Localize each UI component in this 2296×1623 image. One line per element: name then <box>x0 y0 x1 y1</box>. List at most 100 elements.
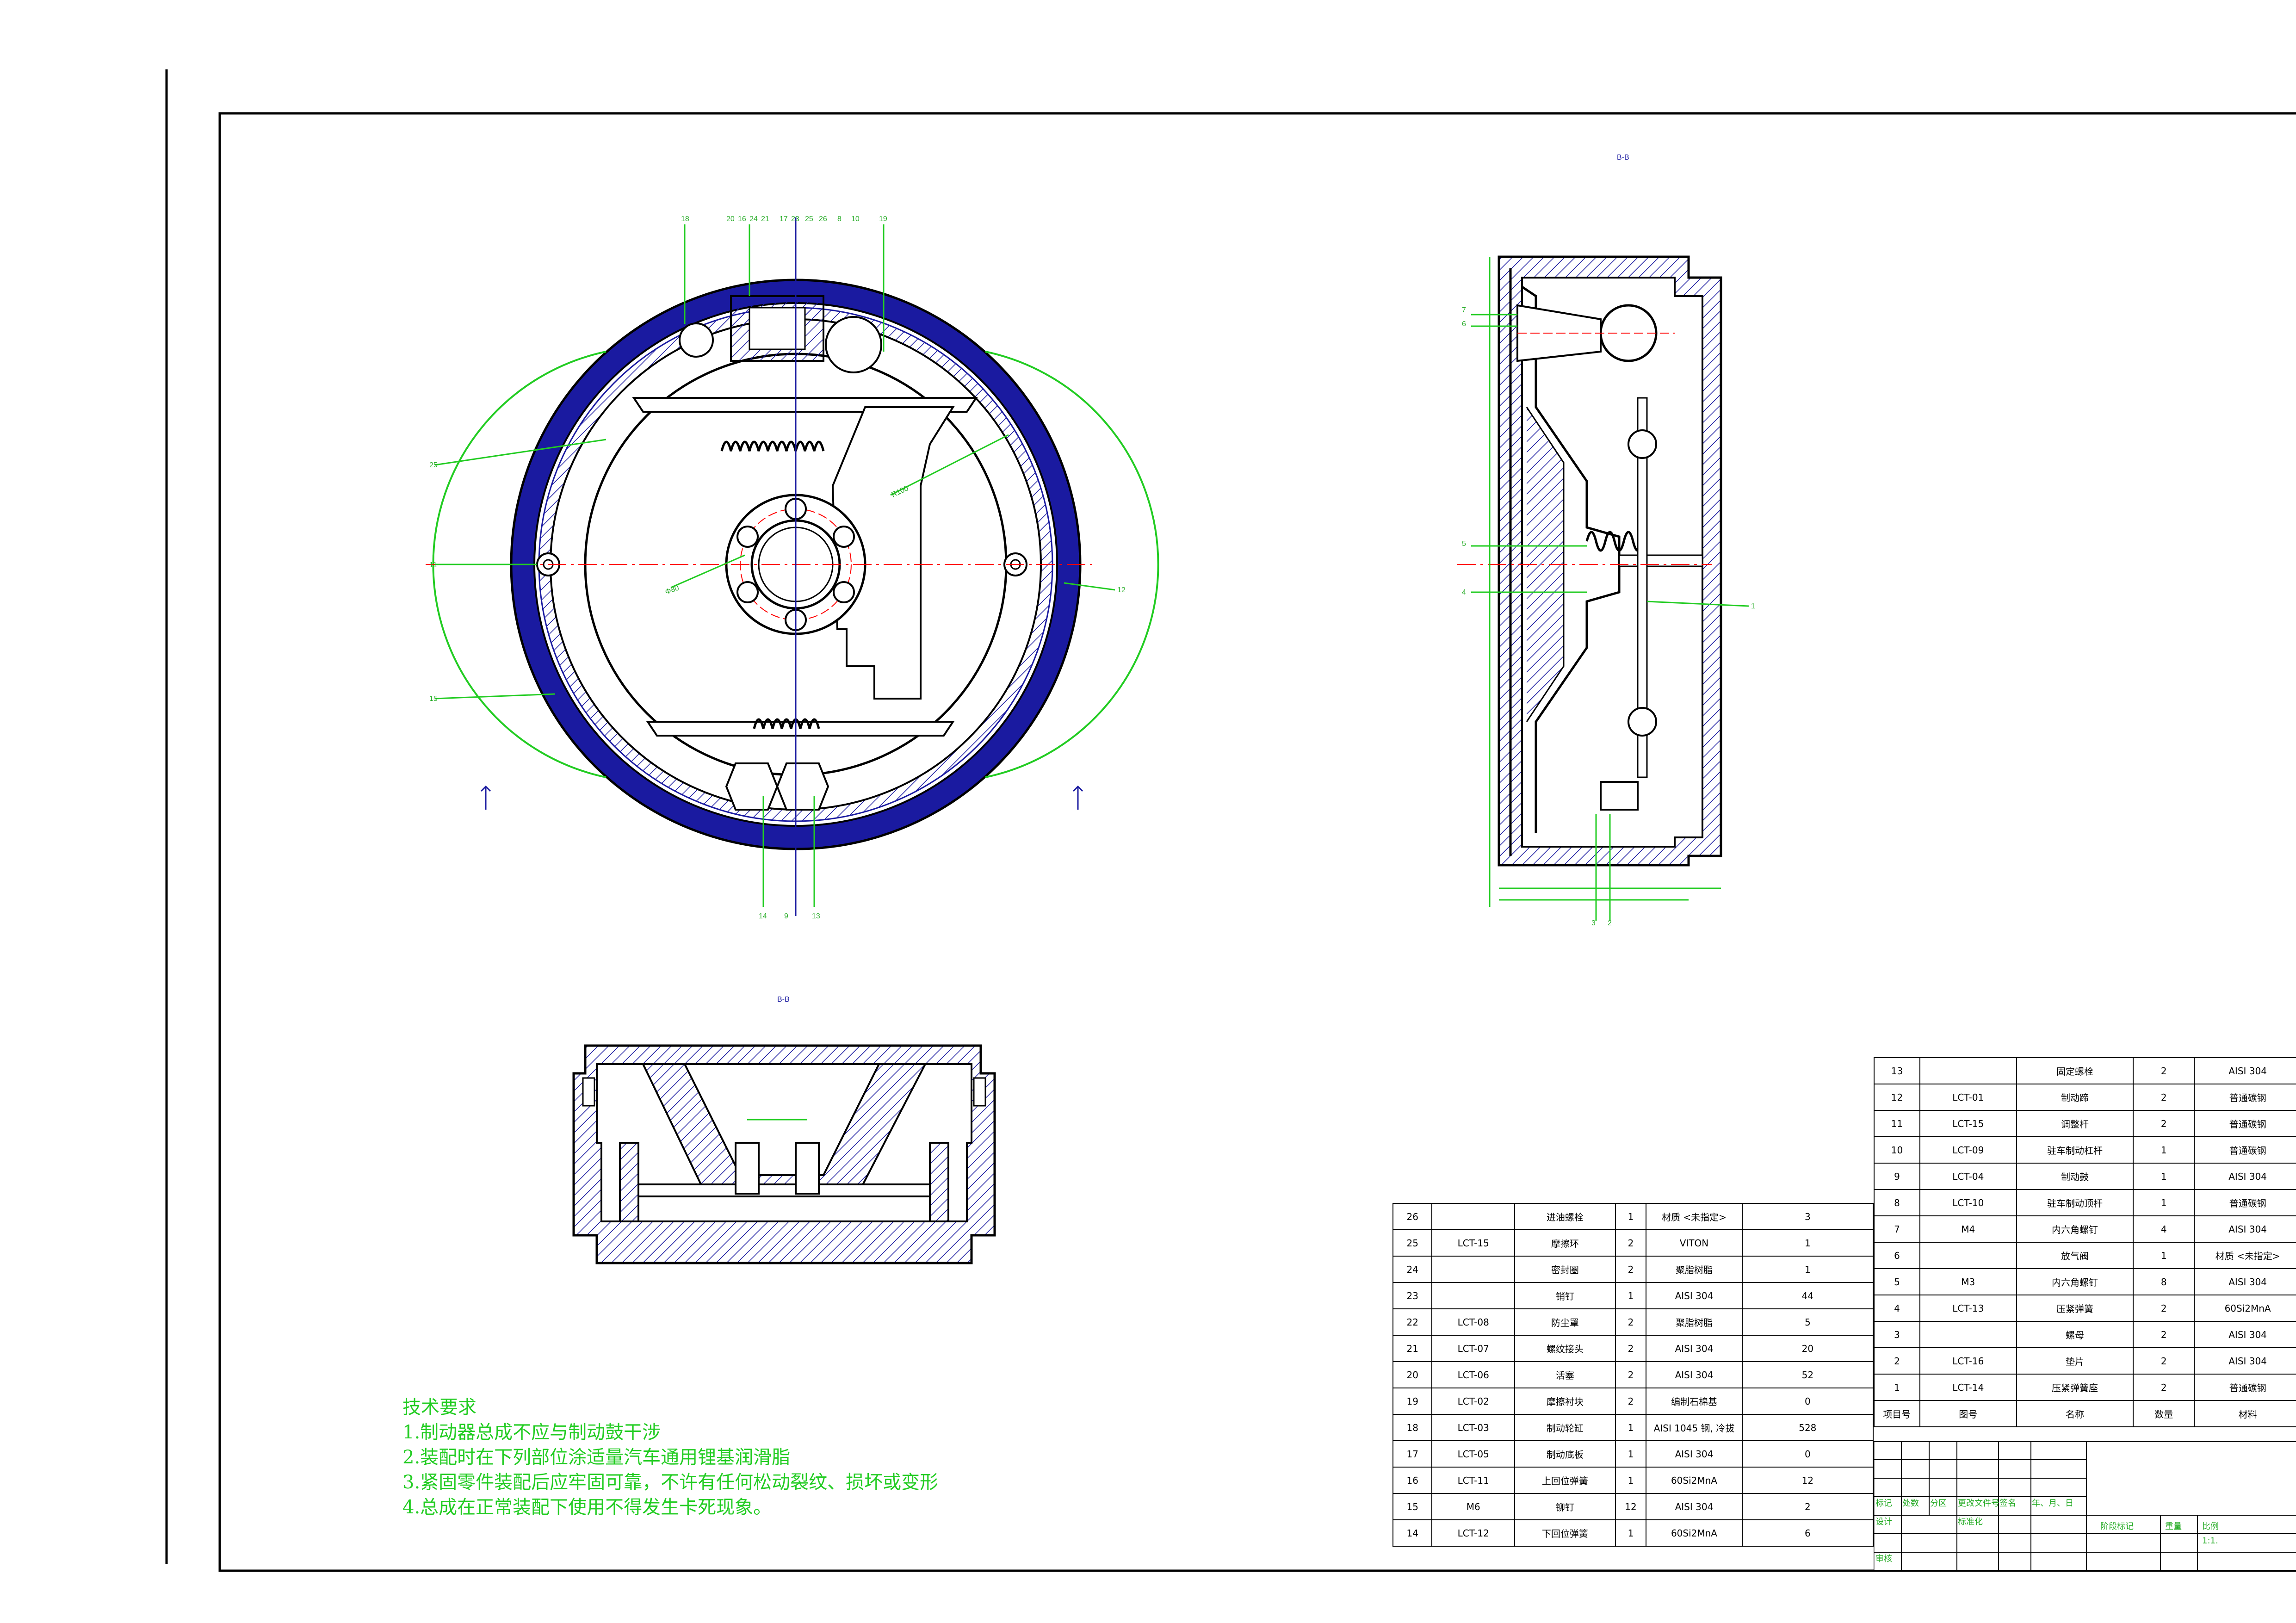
bom-left-cell: M6 <box>1431 1493 1516 1520</box>
bom-right-cell: 制动鼓 <box>2016 1163 2134 1190</box>
bom-right-cell: 压紧弹簧 <box>2016 1295 2134 1322</box>
label-side-left-1: 6 <box>1462 320 1466 328</box>
bom-left-cell: 制动底板 <box>1514 1440 1616 1468</box>
bom-right-cell: 4 <box>1874 1295 1920 1322</box>
bom-right-cell: AISI 304 <box>2194 1163 2296 1190</box>
bom-left-cell: 12 <box>1741 1467 1874 1494</box>
bom-right-cell: 数量 <box>2133 1400 2195 1427</box>
bom-right-cell <box>1919 1321 2017 1348</box>
bom-right-cell: 3 <box>1874 1321 1920 1348</box>
bom-right-cell: 1 <box>1874 1374 1920 1401</box>
bom-right-cell: 普通碳钢 <box>2194 1084 2296 1111</box>
bom-right-cell: LCT-16 <box>1919 1347 2017 1375</box>
label-side-left-2: 5 <box>1462 540 1466 548</box>
bom-right-cell <box>1919 1242 2017 1269</box>
bom-left-cell: LCT-11 <box>1431 1467 1516 1494</box>
bom-left-cell: 2 <box>1615 1361 1647 1388</box>
bom-right-cell: 1 <box>2133 1189 2195 1216</box>
bom-left-cell: 25 <box>1392 1229 1433 1257</box>
bom-left-cell: 2 <box>1615 1308 1647 1336</box>
bom-left-cell: 编制石棉基 <box>1646 1388 1743 1415</box>
bom-left-cell: 16 <box>1392 1467 1433 1494</box>
bom-right-cell: 内六角螺钉 <box>2016 1268 2134 1295</box>
label-front-right-0: 12 <box>1117 586 1126 594</box>
bom-right-cell: 1 <box>2133 1242 2195 1269</box>
bom-right-cell: M3 <box>1919 1268 2017 1295</box>
bom-left-cell: 密封圈 <box>1514 1256 1616 1283</box>
bom-left-cell: LCT-08 <box>1431 1308 1516 1336</box>
bom-right-cell: 放气阀 <box>2016 1242 2134 1269</box>
bom-left-cell <box>1431 1203 1516 1230</box>
bom-left-cell <box>1431 1282 1516 1309</box>
bom-right-cell: AISI 304 <box>2194 1215 2296 1243</box>
bom-left-cell: AISI 304 <box>1646 1361 1743 1388</box>
bom-right-cell: 2 <box>2133 1057 2195 1084</box>
bom-left-cell: 60Si2MnA <box>1646 1519 1743 1547</box>
tech-requirements: 技术要求 1.制动器总成不应与制动鼓干涉 2.装配时在下列部位涂适量汽车通用锂基… <box>402 1395 938 1520</box>
tb-scale-label: 比例 <box>2202 1522 2219 1531</box>
bom-left-cell: 1 <box>1615 1414 1647 1441</box>
bom-right-cell: 压紧弹簧座 <box>2016 1374 2134 1401</box>
bom-left-cell: 21 <box>1392 1335 1433 1362</box>
tb-change-doc: 更改文件号 <box>1958 1499 1999 1508</box>
bom-left-cell: 14 <box>1392 1519 1433 1547</box>
bom-left-cell: 44 <box>1741 1282 1874 1309</box>
bom-right-cell: 图号 <box>1919 1400 2017 1427</box>
tech-requirement-2: 2.装配时在下列部位涂适量汽车通用锂基润滑脂 <box>402 1447 791 1468</box>
bom-right-cell: 普通碳钢 <box>2194 1374 2296 1401</box>
label-front-top-4: 21 <box>761 215 769 223</box>
bom-left-cell: AISI 304 <box>1646 1282 1743 1309</box>
bom-right-cell: 11 <box>1874 1110 1920 1137</box>
bom-left-cell: AISI 304 <box>1646 1440 1743 1468</box>
bom-left-cell: 23 <box>1392 1282 1433 1309</box>
label-front-top-1: 20 <box>726 215 735 223</box>
bom-left-cell: 60Si2MnA <box>1646 1467 1743 1494</box>
bom-left-cell: AISI 1045 钢, 冷拔 <box>1646 1414 1743 1441</box>
label-side-left-3: 4 <box>1462 588 1466 596</box>
bom-left-cell <box>1431 1256 1516 1283</box>
bom-right-cell: 2 <box>2133 1084 2195 1111</box>
tb-design: 设计 <box>1875 1517 1892 1527</box>
label-front-top-10: 10 <box>851 215 860 223</box>
bom-right-header: 项目号图号名称数量材料 <box>1874 1400 2296 1427</box>
bom-right-cell: 固定螺栓 <box>2016 1057 2134 1084</box>
bom-right-cell: 2 <box>2133 1110 2195 1137</box>
bom-left-cell: 19 <box>1392 1388 1433 1415</box>
bom-left-cell: LCT-07 <box>1431 1335 1516 1362</box>
bom-right-cell: 5 <box>1874 1268 1920 1295</box>
bom-left-cell: 铆钉 <box>1514 1493 1616 1520</box>
bom-left-cell: LCT-05 <box>1431 1440 1516 1468</box>
label-side-right-0: 1 <box>1751 602 1755 610</box>
bom-right-cell: LCT-15 <box>1919 1110 2017 1137</box>
tech-requirement-3: 3.紧固零件装配后应牢固可靠，不许有任何松动裂纹、损坏或变形 <box>402 1472 939 1493</box>
tb-standard: 标准化 <box>1958 1517 1983 1527</box>
bom-left-cell: 1 <box>1615 1203 1647 1230</box>
bom-right-cell: AISI 304 <box>2194 1321 2296 1348</box>
tb-signature: 签名 <box>1999 1499 2016 1508</box>
section-label-bottom: B-B <box>777 996 790 1004</box>
bom-right-cell: 12 <box>1874 1084 1920 1111</box>
front-view: 18 20 16 24 21 17 23 25 26 8 10 19 14 9 … <box>426 215 1159 920</box>
bom-left-cell: 2 <box>1615 1256 1647 1283</box>
bom-left-cell: LCT-12 <box>1431 1519 1516 1547</box>
bom-right-cell: 制动蹄 <box>2016 1084 2134 1111</box>
bom-right-cell: 60Si2MnA <box>2194 1295 2296 1322</box>
bom-right-cell: M4 <box>1919 1215 2017 1243</box>
bom-right-cell: 驻车制动杠杆 <box>2016 1136 2134 1164</box>
label-front-top-9: 8 <box>837 215 842 223</box>
bom-right-cell: 7 <box>1874 1215 1920 1243</box>
bom-left-cell: 17 <box>1392 1440 1433 1468</box>
bom-left-cell: LCT-02 <box>1431 1388 1516 1415</box>
bom-left-cell: VITON <box>1646 1229 1743 1257</box>
bom-right-cell: AISI 304 <box>2194 1057 2296 1084</box>
bom-left-cell: LCT-03 <box>1431 1414 1516 1441</box>
bom-left-cell: AISI 304 <box>1646 1493 1743 1520</box>
